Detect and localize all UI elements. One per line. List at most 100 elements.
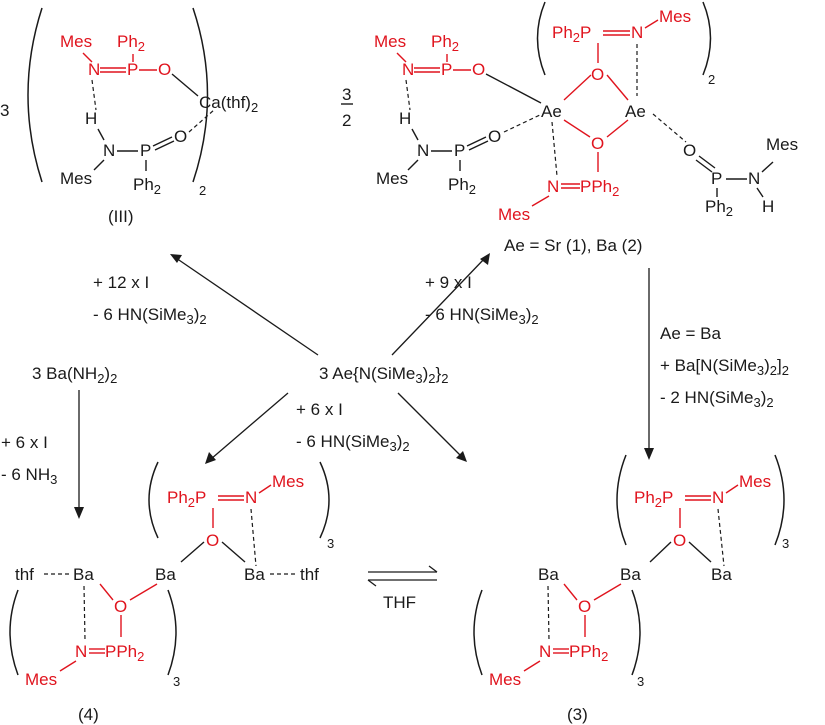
n-atom-4-bottom: N bbox=[75, 642, 87, 661]
n-atom-3-top: N bbox=[712, 488, 724, 507]
o-atom-3-top: O bbox=[673, 531, 686, 550]
mes-label-left-lower: Mes bbox=[376, 169, 408, 188]
reagent-plus6: + 6 x I bbox=[296, 400, 343, 419]
p-atom-right: P bbox=[711, 169, 722, 188]
ba-atom-3-1: Ba bbox=[538, 565, 559, 584]
conditions-1-2-to-3: Ae = Ba + Ba[N(SiMe3)2]2 - 2 HN(SiMe3)2 bbox=[660, 324, 789, 410]
h-atom-left: H bbox=[399, 109, 411, 128]
thf-solvent: THF bbox=[383, 593, 416, 612]
o-atom: O bbox=[158, 60, 171, 79]
compound-III: 3 2 Mes Ph2 N P O Ca(thf)2 H N P O Mes P… bbox=[0, 7, 258, 226]
pph2-bottom: PPh2 bbox=[580, 177, 619, 199]
bracket-left-4-bottom bbox=[9, 589, 19, 676]
pph2-4-bottom: PPh2 bbox=[105, 642, 144, 664]
bracket-left-3-top bbox=[616, 454, 627, 546]
o-atom-left: O bbox=[472, 60, 485, 79]
ph2p-label: Ph2P bbox=[552, 23, 591, 45]
ph2p-label-3: Ph2P bbox=[634, 488, 673, 510]
ba-atom-3-3: Ba bbox=[711, 565, 732, 584]
pph2-3-bottom: PPh2 bbox=[569, 642, 608, 664]
arrow-to-4 bbox=[205, 392, 289, 464]
mes-label-left: Mes bbox=[374, 32, 406, 51]
conditions-to-3-4: + 6 x I - 6 HN(SiMe3)2 bbox=[296, 400, 410, 454]
byproduct-1-2: - 6 HN(SiMe3)2 bbox=[425, 305, 539, 327]
n-atom-lower: N bbox=[103, 141, 115, 160]
bracket-right-4-bottom bbox=[167, 589, 177, 676]
bracket-right-3-top bbox=[774, 454, 785, 546]
ae-eq-ba: Ae = Ba bbox=[660, 324, 722, 343]
byproduct-1-2-to-3: - 2 HN(SiMe3)2 bbox=[660, 388, 774, 410]
ae-atom-right: Ae bbox=[625, 102, 646, 121]
mes-label-4-top: Mes bbox=[272, 472, 304, 491]
n-atom-top: N bbox=[631, 23, 643, 42]
mes-label-top: Mes bbox=[659, 7, 691, 26]
n-atom-3-bottom: N bbox=[539, 642, 551, 661]
p-atom: P bbox=[127, 60, 138, 79]
o-atom-3-bottom: O bbox=[578, 597, 591, 616]
compound-label-III: (III) bbox=[108, 207, 134, 226]
coefficient-III: 3 bbox=[0, 101, 9, 120]
arrow-to-1-2 bbox=[391, 253, 490, 356]
o-atom-4-top: O bbox=[206, 531, 219, 550]
mes-label-4-bottom: Mes bbox=[25, 670, 57, 689]
ba-atom-4-3: Ba bbox=[244, 565, 265, 584]
n-atom-left-lower: N bbox=[417, 141, 429, 160]
subscript-top: 2 bbox=[708, 72, 715, 87]
n-atom-right: N bbox=[748, 169, 760, 188]
h-atom-right: H bbox=[762, 197, 774, 216]
byproduct-nh3: - 6 NH3 bbox=[1, 465, 57, 487]
byproduct-3-4: - 6 HN(SiMe3)2 bbox=[296, 432, 410, 454]
n-atom-bottom: N bbox=[547, 177, 559, 196]
ph2-label-right: Ph2 bbox=[705, 197, 733, 219]
mes-label-bottom: Mes bbox=[498, 205, 530, 224]
mes-label-3-bottom: Mes bbox=[489, 670, 521, 689]
fraction-numerator: 3 bbox=[342, 85, 351, 104]
bracket-right-3-bottom bbox=[631, 589, 641, 676]
ph2-label: Ph2 bbox=[117, 32, 145, 54]
subscript-III: 2 bbox=[199, 183, 206, 198]
bracket-left-4-top bbox=[148, 461, 159, 539]
compound-1-2: 3 2 2 Ph2P N Mes O Mes Ph2 N P O H N P O… bbox=[341, 1, 798, 255]
p-atom-left: P bbox=[441, 60, 452, 79]
central-reactant: 3 Ae{N(SiMe3)2}2 bbox=[319, 364, 448, 386]
arrow-to-3 bbox=[397, 392, 467, 462]
n-atom-4-top: N bbox=[245, 488, 257, 507]
thf-left: thf bbox=[15, 565, 34, 584]
compound-label-3: (3) bbox=[567, 705, 588, 724]
o-atom-4-bottom: O bbox=[114, 597, 127, 616]
mes-label-right: Mes bbox=[766, 135, 798, 154]
o-atom-bridge: O bbox=[591, 134, 604, 153]
bracket-right-top bbox=[702, 1, 712, 76]
compound-label-4: (4) bbox=[78, 705, 99, 724]
compound-4: 3 Ph2P N Mes O thf Ba Ba Ba thf O 3 N PP… bbox=[9, 461, 334, 724]
thf-right: thf bbox=[300, 565, 319, 584]
reagent-plus9: + 9 x I bbox=[425, 273, 472, 292]
subscript-3-bottom: 3 bbox=[637, 674, 644, 689]
ae-hmds-reagent: 3 Ae{N(SiMe3)2}2 bbox=[319, 364, 448, 386]
ph2-label-left-lower: Ph2 bbox=[448, 175, 476, 197]
bracket-right-4-top bbox=[319, 461, 330, 539]
ba-amide-route: 3 Ba(NH2)2 + 6 x I - 6 NH3 bbox=[1, 364, 117, 519]
arrow-1-2-to-3 bbox=[644, 268, 654, 460]
ph2-label-lower: Ph2 bbox=[133, 175, 161, 197]
ae-definition: Ae = Sr (1), Ba (2) bbox=[504, 236, 642, 255]
ca-thf2: Ca(thf)2 bbox=[199, 93, 258, 115]
p-atom-left-lower: P bbox=[454, 141, 465, 160]
bracket-right-III bbox=[192, 7, 209, 183]
o-atom-lower: O bbox=[174, 127, 187, 146]
ba-atom-3-2: Ba bbox=[620, 565, 641, 584]
ph2-label-left: Ph2 bbox=[431, 32, 459, 54]
byproduct-III: - 6 HN(SiMe3)2 bbox=[93, 305, 207, 327]
o-atom-top: O bbox=[591, 65, 604, 84]
ba-atom-4-2: Ba bbox=[155, 565, 176, 584]
arrow-to-III bbox=[170, 254, 319, 356]
subscript-4-top: 3 bbox=[327, 536, 334, 551]
o-atom-right: O bbox=[683, 141, 696, 160]
n-atom: N bbox=[88, 60, 100, 79]
h-atom: H bbox=[85, 109, 97, 128]
subscript-4-bottom: 3 bbox=[173, 674, 180, 689]
ba-nh2-reagent: 3 Ba(NH2)2 bbox=[32, 364, 117, 386]
p-atom-lower: P bbox=[140, 141, 151, 160]
reagent-plus12: + 12 x I bbox=[93, 273, 149, 292]
